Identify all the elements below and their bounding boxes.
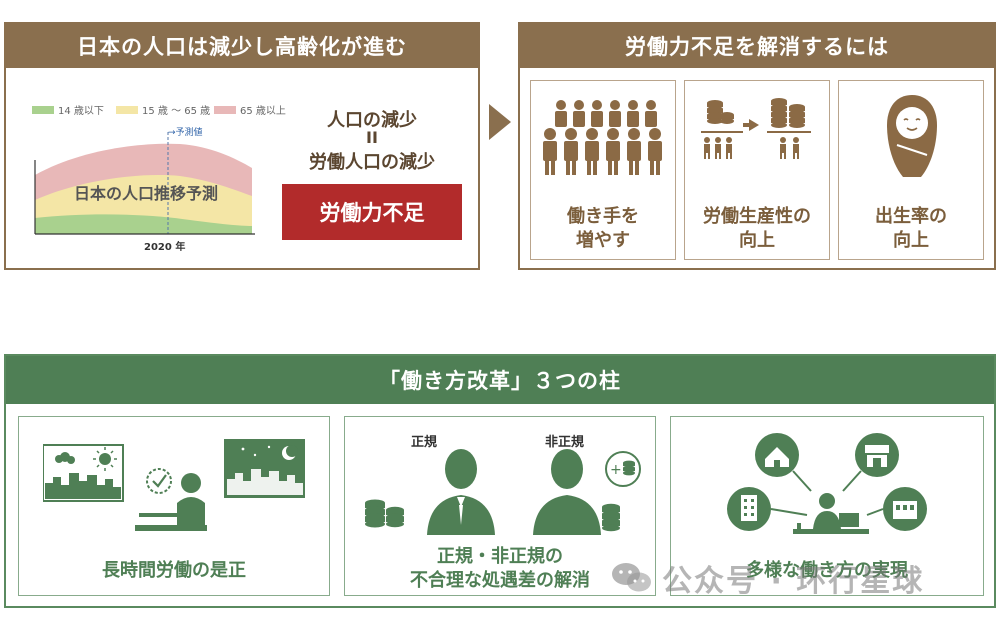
sun-icon [93, 447, 117, 471]
card-increase-workers-line2: 増やす [576, 230, 630, 251]
baby-icon [887, 95, 937, 177]
card-diverse-work: 多様な働き方の実現 [670, 416, 984, 596]
coin-stack-left-icon [365, 499, 404, 528]
card-diverse-work-label: 多様な働き方の実現 [746, 560, 908, 581]
card-increase-workers: 働き手を 増やす [530, 80, 676, 260]
population-decrease-text: 人口の減少 [327, 110, 417, 131]
card-equal-treatment: 正規 非正規 [344, 416, 656, 596]
remote-worker-icon [793, 493, 869, 534]
shop-icon-badge [855, 433, 899, 477]
tag-regular: 正規 [411, 435, 438, 450]
tag-nonregular: 非正規 [545, 435, 585, 450]
card-long-hours-label: 長時間労働の是正 [102, 560, 246, 581]
diverse-work-icon [727, 433, 927, 534]
workers-group-icon [543, 100, 662, 175]
forecast-label: →予測値 [168, 128, 203, 138]
population-chart [34, 132, 255, 235]
card-birth-rate-line2: 向上 [893, 230, 929, 251]
solution-panel-title: 労働力不足を解消するには [520, 24, 994, 68]
legend-label-15-65: 15 歳 〜 65 歳 [142, 106, 211, 117]
cloud-icon [55, 452, 75, 464]
legend-label-over-65: 65 歳以上 [240, 106, 286, 117]
card-equal-treatment-line2: 不合理な処遇差の解消 [410, 570, 590, 591]
legend-label-under-14: 14 歳以下 [58, 106, 104, 117]
labor-population-decrease-text: 労働人口の減少 [309, 152, 435, 173]
home-icon-badge [755, 433, 799, 477]
population-panel: 日本の人口は減少し高齢化が進む 14 歳以下 15 歳 〜 65 歳 65 歳以… [4, 22, 480, 270]
legend-swatch-over-65 [214, 105, 236, 114]
legend-swatch-15-65 [116, 105, 138, 114]
productivity-icon [701, 98, 811, 159]
card-productivity-line1: 労働生産性の [703, 206, 811, 227]
legend-over-65: 65 歳以上 [214, 102, 286, 117]
regular-worker-icon [427, 449, 495, 535]
legend-swatch-under-14 [32, 105, 54, 114]
labor-shortage-badge: 労働力不足 [282, 184, 462, 240]
wechat-icon [612, 563, 651, 592]
star-icon [241, 445, 271, 457]
nonregular-worker-icon [533, 449, 601, 535]
clock-check-icon [146, 468, 172, 494]
moon-icon [282, 445, 298, 460]
coin-stack-small [707, 100, 734, 124]
svg-text:+: + [610, 462, 622, 478]
card-birth-rate-line1: 出生率の [875, 206, 947, 227]
reform-panel: 「働き方改革」３つの柱 [4, 354, 996, 608]
card-increase-workers-line1: 働き手を [567, 206, 639, 227]
chart-caption: 日本の人口推移予測 [73, 184, 218, 203]
forecast-arrow-icon: → [168, 128, 176, 138]
worker-comparison-icon: + [365, 449, 641, 535]
long-hours-icon [43, 439, 305, 531]
legend-under-14: 14 歳以下 [32, 102, 104, 117]
watermark: 公众号 · 环行星球 [610, 556, 924, 600]
card-equal-treatment-line1: 正規・非正規の [437, 546, 563, 567]
card-productivity: 労働生産性の 向上 [684, 80, 830, 260]
card-birth-rate: 出生率の 向上 [838, 80, 984, 260]
watermark-text: 公众号 · 环行星球 [662, 564, 925, 599]
equals-sign: II [366, 128, 378, 147]
solution-panel: 労働力不足を解消するには [518, 22, 996, 270]
card-productivity-line2: 向上 [739, 230, 775, 251]
office-building-icon-badge [727, 487, 771, 531]
coin-stack-right-icon [602, 503, 620, 532]
area-under-14 [35, 214, 252, 234]
population-panel-title: 日本の人口は減少し高齢化が進む [6, 24, 478, 68]
year-label: 2020 年 [144, 242, 186, 253]
add-coins-icon: + [605, 451, 641, 487]
reform-panel-title: 「働き方改革」３つの柱 [6, 356, 994, 404]
arrow-right-icon [489, 104, 511, 140]
card-long-hours: 長時間労働の是正 [18, 416, 330, 596]
store-icon-badge [883, 487, 927, 531]
legend-15-65: 15 歳 〜 65 歳 [116, 102, 210, 117]
